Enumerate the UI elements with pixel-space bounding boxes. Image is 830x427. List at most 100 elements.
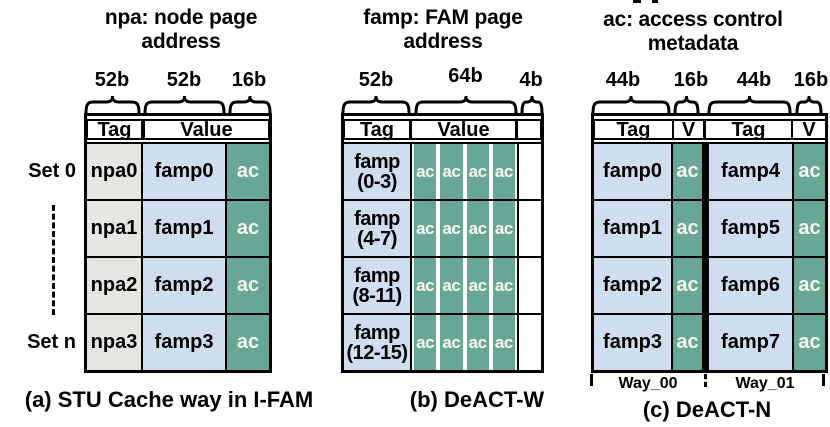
table-cell-tag: famp (0-3) [344,144,410,199]
panel-c-header-v0: V [672,119,705,140]
way-divider [704,258,707,313]
ac-block: ac [492,315,515,370]
table-cell-tag: famp7 [709,315,792,370]
ac-block: ac [440,144,463,199]
panel-b-title-line2: address [403,30,483,53]
way-tick-left [590,374,593,386]
brace-icon [84,95,141,115]
table-cell-tag: famp0 [594,144,671,199]
panel-c-header-tag1: Tag [704,119,793,140]
table-cell-value: famp1 [143,201,225,256]
ac-block: ac [492,258,515,313]
table-cell-tag: famp6 [709,258,792,313]
panel-b-header-tag: Tag [343,119,411,140]
table-cell-tag: npa1 [87,201,141,256]
ac-block: ac [414,144,437,199]
panel-b-title-line1: famp: FAM page [363,6,523,29]
tag-line1: famp [354,264,400,287]
ac-block: ac [466,315,489,370]
tag-line1: famp [354,207,400,230]
table-cell-4b [519,258,541,313]
table-cell-value-acgroup: ac ac ac ac [412,315,517,370]
table-cell-ac: ac [794,201,825,256]
table-cell-ac: ac [227,315,269,370]
table-cell-tag: famp5 [709,201,792,256]
panel-c-title-line1: ac: access control [603,8,783,31]
panel-b-bitwidth-value: 64b [448,65,483,87]
panel-c-header-tag0: Tag [593,119,674,140]
table-cell-ac: ac [794,144,825,199]
brace-icon [591,95,671,115]
table-cell-tag: famp3 [594,315,671,370]
panel-a-bitwidth-tag: 52b [94,69,130,91]
panel-c-header-row: Tag V Tag V [593,116,827,142]
table-cell-tag: famp (8-11) [344,258,410,313]
ac-block: ac [466,258,489,313]
panel-a-bitwidth-value: 52b [166,69,202,91]
table-cell-tag: famp (12-15) [344,315,410,370]
panel-b-caption: (b) DeACT-W [409,387,545,412]
table-cell-tag: npa0 [87,144,141,199]
table-cell-ac: ac [673,144,702,199]
panel-a-header-row: Tag Value [86,116,270,142]
brace-icon [707,95,792,115]
way-divider [704,315,707,370]
deact-w-table: Tag Value famp (0-3) ac ac ac ac famp (4… [341,113,544,373]
ac-block: ac [466,201,489,256]
table-cell-value-acgroup: ac ac ac ac [412,258,517,313]
ac-block: ac [440,258,463,313]
ac-block: ac [414,201,437,256]
dashed-ellipsis-line [52,205,55,315]
way-tick-middle [704,374,707,387]
set-n-label: Set n [27,331,76,353]
brace-icon [673,95,700,115]
table-cell-4b [519,144,541,199]
table-cell-tag: famp2 [594,258,671,313]
panel-b-header-4b-cell [516,119,542,140]
cropped-text-fragment [633,0,641,3]
table-cell-ac: ac [673,258,702,313]
table-cell-tag: famp4 [709,144,792,199]
panel-b-header-row: Tag Value [343,116,542,142]
table-cell-tag: famp (4-7) [344,201,410,256]
table-cell-value: famp2 [143,258,225,313]
table-cell-4b [519,201,541,256]
table-cell-4b [519,315,541,370]
table-cell-ac: ac [227,144,269,199]
table-cell-ac: ac [794,258,825,313]
stu-cache-table: Tag Value npa0 famp0 ac npa1 famp1 ac np… [84,113,272,373]
brace-icon [341,95,411,115]
table-cell-tag: famp1 [594,201,671,256]
way-01-label: Way_01 [735,375,795,392]
ac-block: ac [414,258,437,313]
panel-c-bitwidth-tag0: 44b [605,69,641,91]
panel-c-header-v1: V [791,119,827,140]
panel-c-title-line2: metadata [647,32,739,55]
panel-c-bitwidth-v1: 16b [793,69,829,91]
table-cell-value: famp3 [143,315,225,370]
panel-c-title: ac: access control metadata [573,8,813,56]
table-cell-ac: ac [673,201,702,256]
panel-c-bitwidth-v0: 16b [673,69,709,91]
panel-a-header-tag: Tag [86,119,143,140]
panel-a-bitwidth-ac: 16b [231,69,267,91]
deact-n-table: Tag V Tag V famp0 ac famp4 ac famp1 ac f… [591,113,828,373]
brace-icon [228,95,272,115]
table-cell-tag: npa2 [87,258,141,313]
tag-line2: (0-3) [357,170,397,193]
panel-a-title: npa: node page address [61,6,301,54]
table-cell-ac: ac [673,315,702,370]
way-divider [704,201,707,256]
cropped-text-fragment [652,0,658,3]
table-cell-ac: ac [227,258,269,313]
panel-a-caption: (a) STU Cache way in I-FAM [24,387,314,412]
tag-line1: famp [354,150,400,173]
way-divider [704,144,707,199]
brace-icon [143,95,226,115]
table-cell-ac: ac [227,201,269,256]
tag-line2: (8-11) [352,284,402,307]
ac-block: ac [492,144,515,199]
table-cell-value-acgroup: ac ac ac ac [412,144,517,199]
ac-block: ac [414,315,437,370]
panel-a-header-value: Value [143,119,270,140]
